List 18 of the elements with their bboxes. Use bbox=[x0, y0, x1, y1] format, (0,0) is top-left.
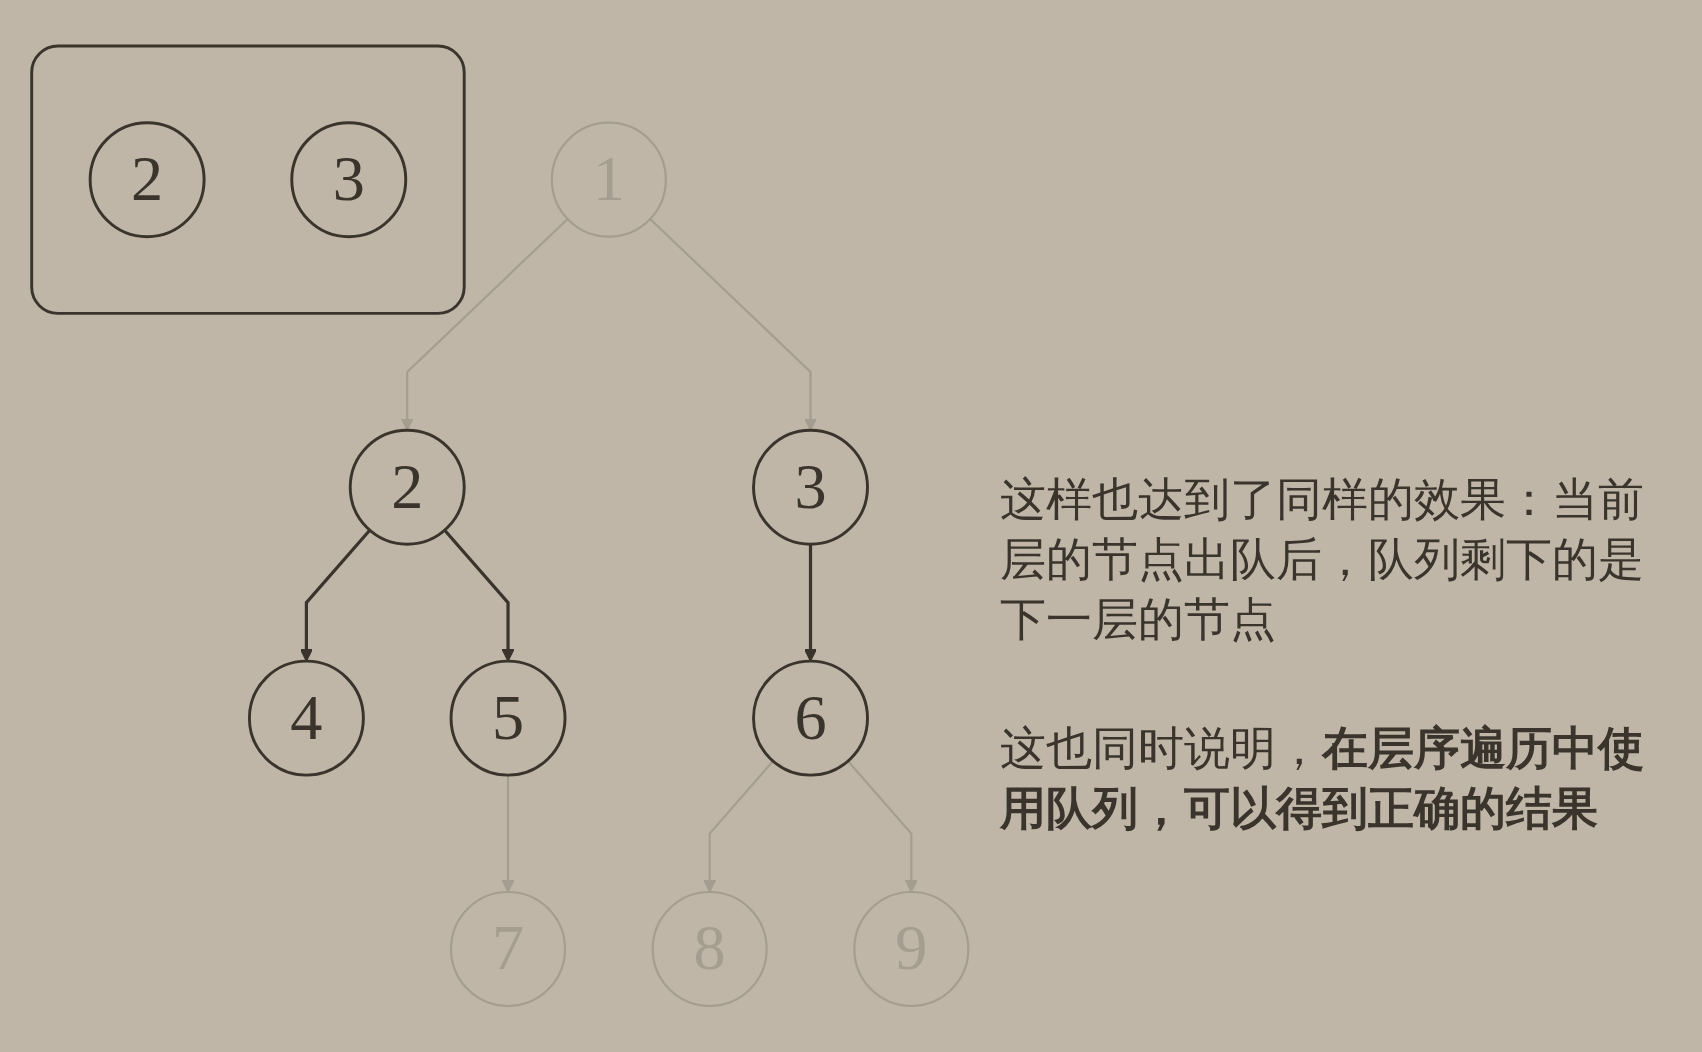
node-circle: 3 bbox=[290, 121, 408, 239]
arrow bbox=[299, 529, 371, 662]
arrow bbox=[501, 775, 515, 893]
arrow bbox=[804, 544, 817, 662]
arrow bbox=[649, 218, 817, 431]
node-circle: 6 bbox=[752, 659, 869, 777]
cluster bbox=[30, 44, 466, 315]
node-circle: 2 bbox=[88, 121, 206, 239]
node-circle: 5 bbox=[449, 659, 567, 777]
note-text: 这也同时说明，在层序遍历中使用队列，可以得到正确的结果 bbox=[1000, 720, 1645, 838]
arrow bbox=[703, 760, 774, 893]
arrow bbox=[847, 760, 918, 893]
arrow bbox=[400, 218, 569, 431]
note-text: 这样也达到了同样的效果：当前层的节点出队后，队列剩下的是下一层的节点 bbox=[1000, 471, 1645, 648]
node-circle: 3 bbox=[752, 428, 869, 546]
arrow bbox=[443, 529, 515, 662]
node-circle: 2 bbox=[348, 428, 466, 546]
node-circle: 4 bbox=[247, 659, 365, 777]
